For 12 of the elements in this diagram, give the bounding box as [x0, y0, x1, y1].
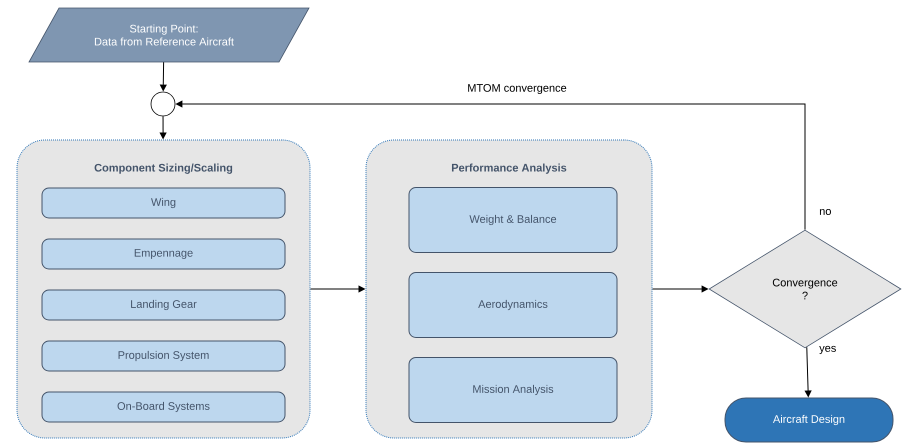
- process-box: Propulsion System: [42, 340, 286, 372]
- line-label: MTOM convergence: [466, 83, 568, 95]
- process-box: Mission Analysis: [408, 357, 618, 423]
- junction-circle: [150, 92, 176, 116]
- process-box: Weight & Balance: [408, 187, 618, 253]
- process-box: Wing: [42, 188, 286, 218]
- terminal-box: Aircraft Design: [724, 398, 894, 442]
- process-box: Landing Gear: [42, 290, 286, 320]
- process-box: On-Board Systems: [42, 392, 286, 422]
- process-box: Empennage: [42, 238, 286, 270]
- process-box: Aerodynamics: [408, 272, 618, 338]
- edge-label: no: [818, 208, 832, 216]
